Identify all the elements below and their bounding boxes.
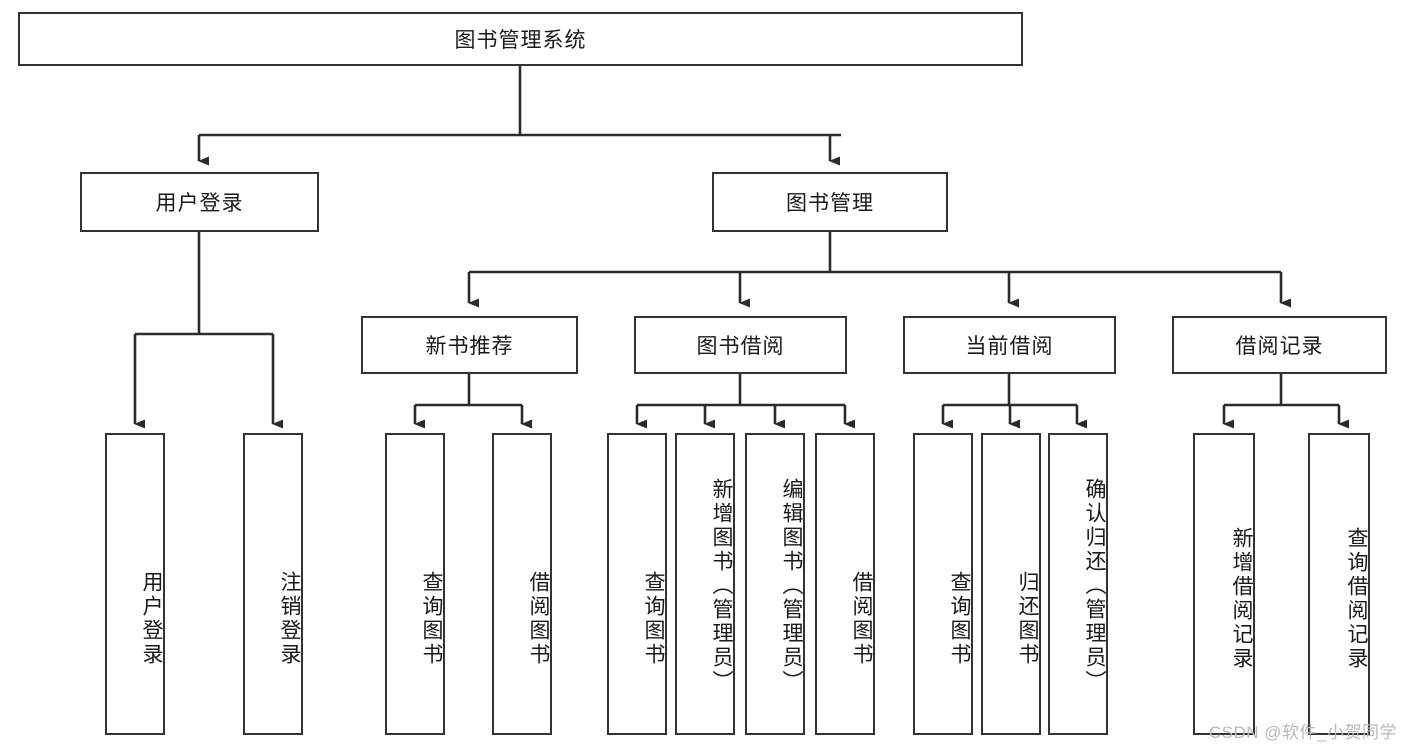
node-user-login[interactable]: 用户登录 xyxy=(80,172,319,232)
node-leaf-user-login[interactable]: 用户登录 xyxy=(105,433,165,735)
node-leaf-add-record-label: 新增借阅记录 xyxy=(1230,527,1253,671)
node-new-book-rec[interactable]: 新书推荐 xyxy=(361,316,578,374)
node-borrow-record[interactable]: 借阅记录 xyxy=(1172,316,1387,374)
node-leaf-return-book[interactable]: 归还图书 xyxy=(981,433,1041,735)
node-leaf-query-book-2-label: 查询图书 xyxy=(642,571,665,667)
node-leaf-edit-book[interactable]: 编辑图书（管理员） xyxy=(745,433,805,735)
node-leaf-add-book[interactable]: 新增图书（管理员） xyxy=(675,433,735,735)
node-leaf-user-login-label: 用户登录 xyxy=(140,571,163,667)
node-leaf-confirm-return-label: 确认归还（管理员） xyxy=(1083,478,1106,694)
node-leaf-query-book-3-label: 查询图书 xyxy=(948,571,971,667)
node-leaf-add-book-label: 新增图书（管理员） xyxy=(710,478,733,694)
node-book-borrow-label: 图书借阅 xyxy=(696,335,785,358)
node-leaf-confirm-return[interactable]: 确认归还（管理员） xyxy=(1048,433,1108,735)
node-current-borrow[interactable]: 当前借阅 xyxy=(903,316,1116,374)
node-current-borrow-label: 当前借阅 xyxy=(965,335,1054,358)
node-leaf-logout[interactable]: 注销登录 xyxy=(243,433,303,735)
node-leaf-borrow-book-2[interactable]: 借阅图书 xyxy=(815,433,875,735)
node-leaf-edit-book-label: 编辑图书（管理员） xyxy=(780,478,803,694)
node-root[interactable]: 图书管理系统 xyxy=(18,12,1023,66)
node-book-borrow[interactable]: 图书借阅 xyxy=(634,316,847,374)
node-leaf-query-book-3[interactable]: 查询图书 xyxy=(913,433,973,735)
node-leaf-query-book-2[interactable]: 查询图书 xyxy=(607,433,667,735)
node-leaf-add-record[interactable]: 新增借阅记录 xyxy=(1193,433,1255,735)
node-leaf-return-book-label: 归还图书 xyxy=(1016,571,1039,667)
node-leaf-borrow-book-1[interactable]: 借阅图书 xyxy=(492,433,552,735)
node-book-manage-label: 图书管理 xyxy=(786,192,874,215)
node-book-manage[interactable]: 图书管理 xyxy=(712,172,948,232)
watermark-text: CSDN @软件_小贺同学 xyxy=(1208,723,1397,742)
node-borrow-record-label: 借阅记录 xyxy=(1235,335,1324,358)
node-new-book-rec-label: 新书推荐 xyxy=(425,335,514,358)
node-leaf-query-book-1[interactable]: 查询图书 xyxy=(385,433,445,735)
node-leaf-query-record-label: 查询借阅记录 xyxy=(1345,527,1368,671)
node-leaf-logout-label: 注销登录 xyxy=(278,571,301,667)
node-leaf-query-book-1-label: 查询图书 xyxy=(420,571,443,667)
node-leaf-borrow-book-1-label: 借阅图书 xyxy=(527,571,550,667)
node-leaf-borrow-book-2-label: 借阅图书 xyxy=(850,571,873,667)
node-user-login-label: 用户登录 xyxy=(155,192,244,215)
node-leaf-query-record[interactable]: 查询借阅记录 xyxy=(1308,433,1370,735)
node-root-label: 图书管理系统 xyxy=(454,29,587,52)
